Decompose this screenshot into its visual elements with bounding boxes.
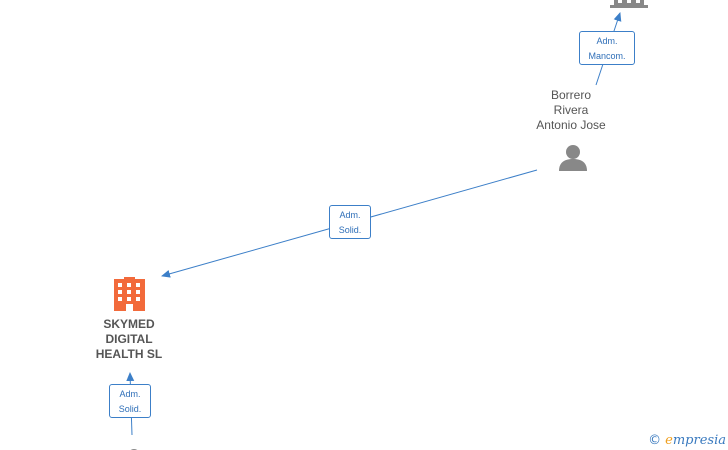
company-name[interactable]: SKYMED DIGITAL HEALTH SL — [95, 317, 163, 361]
brand-e: e — [665, 433, 673, 448]
person-icon[interactable] — [559, 145, 587, 171]
person-name[interactable]: Borrero Rivera Antonio Jose — [536, 88, 606, 132]
top-company-building-icon[interactable] — [610, 0, 648, 8]
brand-rest: mpresia — [672, 433, 726, 448]
edge-badge-adm-solid[interactable]: Adm. Solid. — [329, 205, 371, 239]
edge-badge-adm-solid-bottom[interactable]: Adm. Solid. — [109, 384, 151, 418]
building-icon[interactable] — [114, 277, 145, 311]
copyright-icon: © — [648, 433, 662, 448]
empresia-watermark: ©empresia — [648, 433, 726, 448]
edge-badge-adm-mancom[interactable]: Adm. Mancom. — [579, 31, 635, 65]
